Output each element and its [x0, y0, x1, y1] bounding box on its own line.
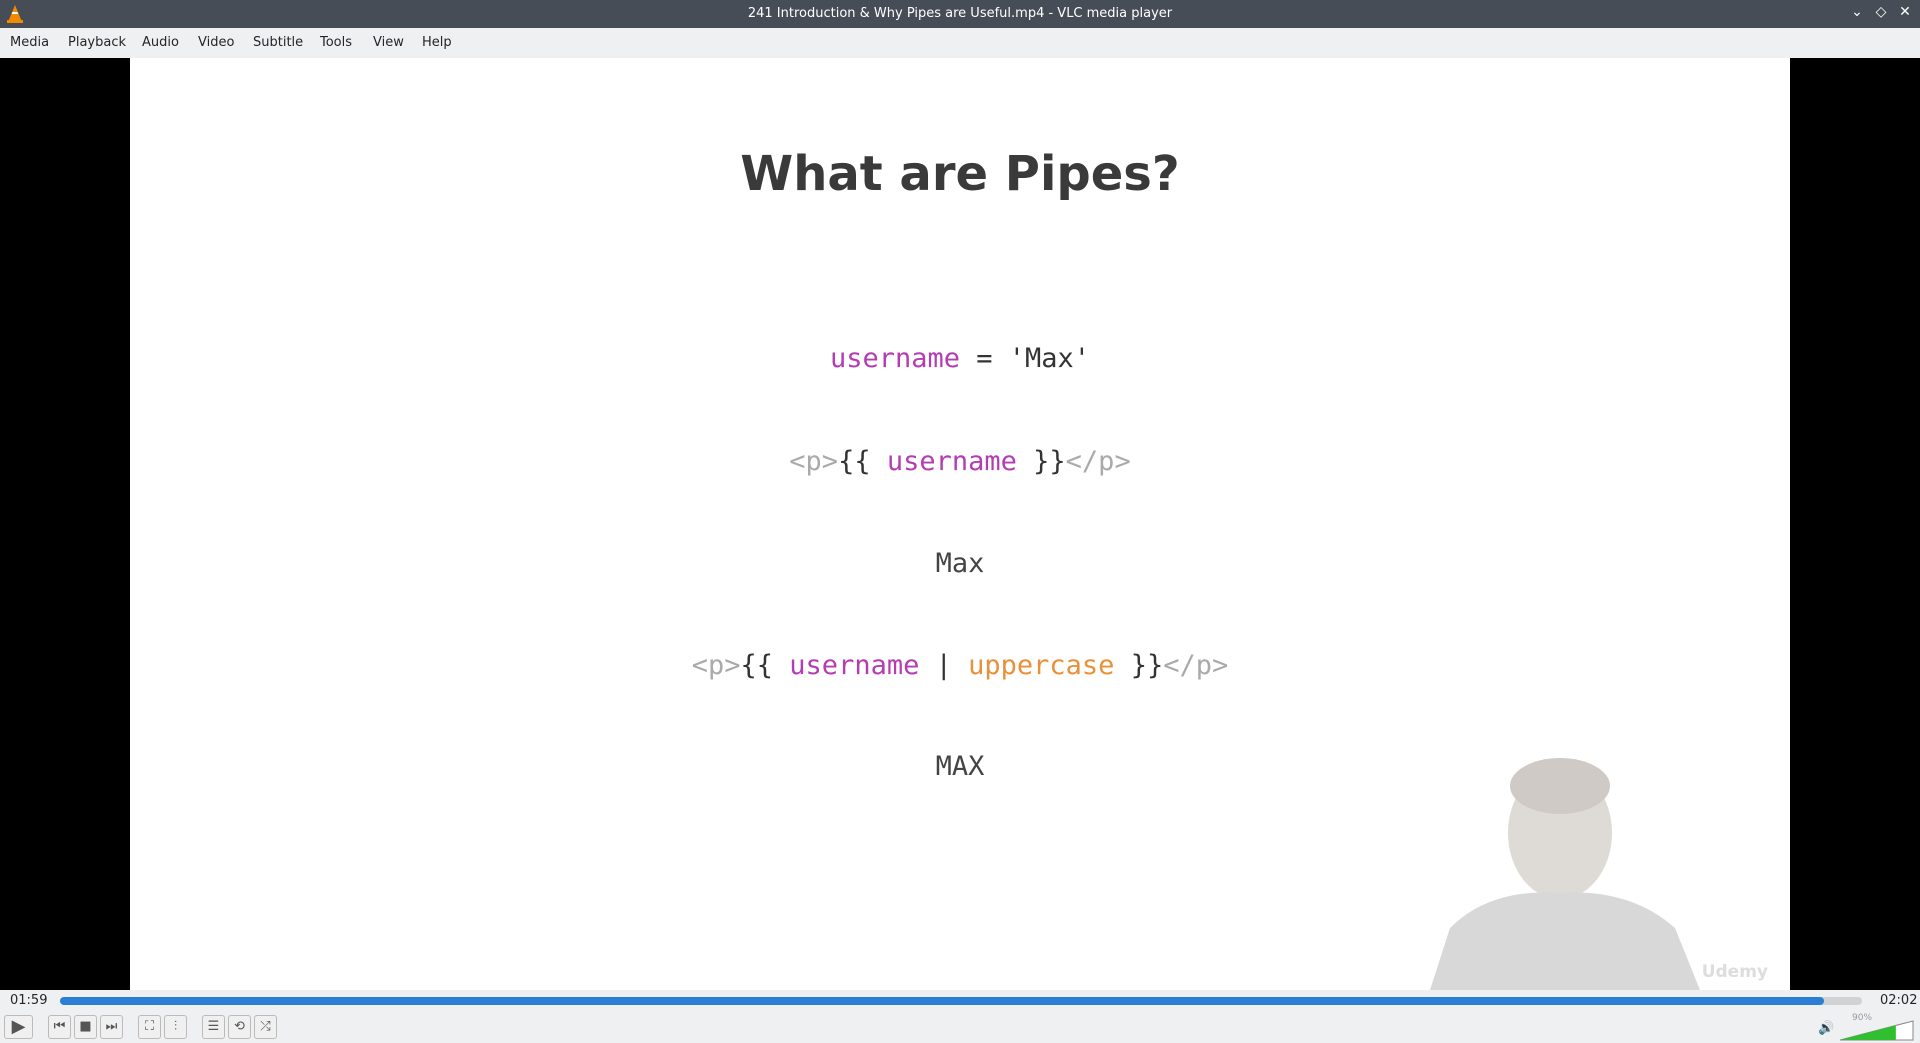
next-icon: ⏭: [105, 1019, 118, 1034]
presenter-video-overlay: [1430, 758, 1700, 990]
seek-slider[interactable]: [60, 997, 1862, 1005]
shuffle-icon: ⤮: [260, 1019, 271, 1034]
menu-tools[interactable]: Tools: [320, 35, 353, 50]
loop-icon: ⟲: [234, 1019, 245, 1034]
menu-media[interactable]: Media: [10, 35, 50, 50]
minimize-icon[interactable]: ⌄: [1851, 4, 1863, 20]
video-frame: What are Pipes? username = 'Max' <p>{{ u…: [130, 58, 1790, 990]
control-bar: ▶ ⏮ ■ ⏭ ⛶ ⫶ ☰ ⟲ ⤮ 🔊 90%: [0, 1012, 1920, 1043]
code-line-2: <p>{{ username }}</p>: [789, 446, 1131, 477]
play-icon: ▶: [11, 1016, 26, 1037]
code-line-1: username = 'Max': [829, 343, 1091, 374]
seek-progress: [60, 997, 1825, 1005]
stop-icon: ■: [79, 1019, 92, 1034]
menu-playback[interactable]: Playback: [68, 35, 127, 50]
menu-help[interactable]: Help: [422, 35, 452, 50]
vlc-logo-icon: [7, 5, 23, 23]
random-button[interactable]: ⤮: [254, 1015, 277, 1039]
udemy-watermark: Udemy: [1701, 962, 1768, 982]
loop-button[interactable]: ⟲: [228, 1015, 251, 1039]
play-button[interactable]: ▶: [4, 1015, 33, 1039]
menu-subtitle[interactable]: Subtitle: [253, 35, 304, 50]
seek-bar-row: 01:59 02:02: [0, 990, 1920, 1012]
menu-bar: Media Playback Audio Video Subtitle Tool…: [0, 28, 1920, 58]
playlist-icon: ☰: [207, 1019, 220, 1034]
maximize-icon[interactable]: ◇: [1875, 4, 1887, 20]
output-line-2: MAX: [935, 751, 985, 782]
elapsed-time: 01:59: [10, 993, 48, 1008]
menu-view[interactable]: View: [373, 35, 404, 50]
playlist-button[interactable]: ☰: [202, 1015, 225, 1039]
volume-slider[interactable]: [1840, 1020, 1914, 1041]
window-title: 241 Introduction & Why Pipes are Useful.…: [747, 6, 1173, 21]
fullscreen-button[interactable]: ⛶: [138, 1015, 161, 1039]
menu-audio[interactable]: Audio: [142, 35, 179, 50]
speaker-icon[interactable]: 🔊: [1818, 1021, 1835, 1036]
previous-icon: ⏮: [53, 1019, 66, 1034]
next-button[interactable]: ⏭: [100, 1015, 123, 1039]
code-line-4: <p>{{ username | uppercase }}</p>: [691, 650, 1229, 681]
stop-button[interactable]: ■: [74, 1015, 97, 1039]
title-bar: 241 Introduction & Why Pipes are Useful.…: [0, 0, 1920, 28]
volume-label: 90%: [1852, 1013, 1873, 1023]
previous-button[interactable]: ⏮: [48, 1015, 71, 1039]
slide-title: What are Pipes?: [740, 146, 1180, 202]
extended-settings-button[interactable]: ⫶: [164, 1015, 187, 1039]
video-area[interactable]: What are Pipes? username = 'Max' <p>{{ u…: [0, 58, 1920, 990]
menu-video[interactable]: Video: [198, 35, 235, 50]
output-line-1: Max: [935, 548, 985, 579]
close-icon[interactable]: ✕: [1899, 4, 1911, 20]
fullscreen-icon: ⛶: [144, 1019, 155, 1034]
equalizer-icon: ⫶: [173, 1019, 178, 1034]
total-time: 02:02: [1880, 993, 1918, 1008]
